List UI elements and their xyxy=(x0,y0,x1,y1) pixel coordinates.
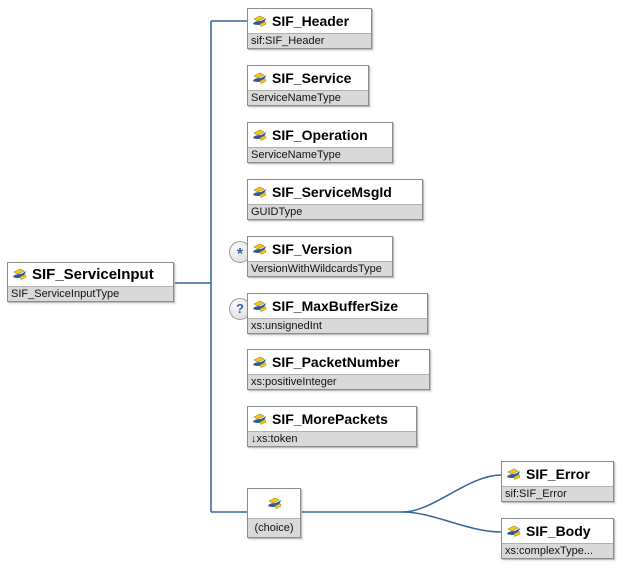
choice-icon xyxy=(267,497,282,510)
element-icon xyxy=(12,268,27,281)
element-icon xyxy=(252,300,267,313)
node-sif-version[interactable]: SIF_Version VersionWithWildcardsType xyxy=(247,236,393,277)
node-choice[interactable]: (choice) xyxy=(247,488,301,538)
node-title-row: SIF_MorePackets xyxy=(248,407,416,431)
element-type: xs:positiveInteger xyxy=(248,374,429,389)
element-type: xs:complexType... xyxy=(502,543,613,558)
element-name: SIF_PacketNumber xyxy=(272,354,400,370)
node-sif-serviceinput[interactable]: SIF_ServiceInput SIF_ServiceInputType xyxy=(7,262,174,302)
node-title-row: SIF_Service xyxy=(248,66,368,90)
element-icon xyxy=(252,243,267,256)
occurrence-glyph: ? xyxy=(236,301,244,316)
node-sif-servicemsgid[interactable]: SIF_ServiceMsgId GUIDType xyxy=(247,179,423,220)
element-icon xyxy=(506,525,521,538)
node-title-row: SIF_Version xyxy=(248,237,392,261)
element-icon xyxy=(506,468,521,481)
element-name: SIF_MaxBufferSize xyxy=(272,298,399,314)
choice-label: (choice) xyxy=(248,518,300,537)
element-type: sif:SIF_Header xyxy=(248,33,371,48)
node-sif-header[interactable]: SIF_Header sif:SIF_Header xyxy=(247,8,372,49)
node-title-row: SIF_ServiceInput xyxy=(8,263,173,286)
element-type: GUIDType xyxy=(248,204,422,219)
element-icon xyxy=(252,15,267,28)
element-icon xyxy=(252,72,267,85)
node-sif-body[interactable]: SIF_Body xs:complexType... xyxy=(501,518,614,559)
element-name: SIF_Body xyxy=(526,523,591,539)
element-name: SIF_Error xyxy=(526,466,590,482)
element-icon xyxy=(252,413,267,426)
node-sif-error[interactable]: SIF_Error sif:SIF_Error xyxy=(501,461,614,502)
node-sif-service[interactable]: SIF_Service ServiceNameType xyxy=(247,65,369,106)
choice-icon-area xyxy=(248,489,300,518)
element-name: SIF_Header xyxy=(272,13,350,29)
node-sif-morepackets[interactable]: SIF_MorePackets ↓xs:token xyxy=(247,406,417,447)
element-name: SIF_Version xyxy=(272,241,353,257)
node-sif-operation[interactable]: SIF_Operation ServiceNameType xyxy=(247,122,393,163)
element-name: SIF_ServiceInput xyxy=(32,266,154,283)
node-title-row: SIF_ServiceMsgId xyxy=(248,180,422,204)
element-type: ServiceNameType xyxy=(248,147,392,162)
element-type: ↓xs:token xyxy=(248,431,416,446)
node-title-row: SIF_Operation xyxy=(248,123,392,147)
element-type: VersionWithWildcardsType xyxy=(248,261,392,276)
element-type: xs:unsignedInt xyxy=(248,318,427,333)
element-icon xyxy=(252,186,267,199)
node-title-row: SIF_Error xyxy=(502,462,613,486)
element-icon xyxy=(252,356,267,369)
node-title-row: SIF_Header xyxy=(248,9,371,33)
connector-choice-to-body xyxy=(402,511,502,533)
node-title-row: SIF_Body xyxy=(502,519,613,543)
element-icon xyxy=(252,129,267,142)
occurrence-glyph: * xyxy=(236,246,244,263)
node-sif-packetnumber[interactable]: SIF_PacketNumber xs:positiveInteger xyxy=(247,349,430,390)
connector-choice-to-error xyxy=(402,474,502,513)
element-type: sif:SIF_Error xyxy=(502,486,613,501)
element-name: SIF_Operation xyxy=(272,127,368,143)
element-type: SIF_ServiceInputType xyxy=(8,286,173,301)
node-sif-maxbuffersize[interactable]: SIF_MaxBufferSize xs:unsignedInt xyxy=(247,293,428,334)
element-name: SIF_ServiceMsgId xyxy=(272,184,392,200)
node-title-row: SIF_MaxBufferSize xyxy=(248,294,427,318)
element-name: SIF_MorePackets xyxy=(272,411,388,427)
element-type: ServiceNameType xyxy=(248,90,368,105)
element-name: SIF_Service xyxy=(272,70,352,86)
node-title-row: SIF_PacketNumber xyxy=(248,350,429,374)
